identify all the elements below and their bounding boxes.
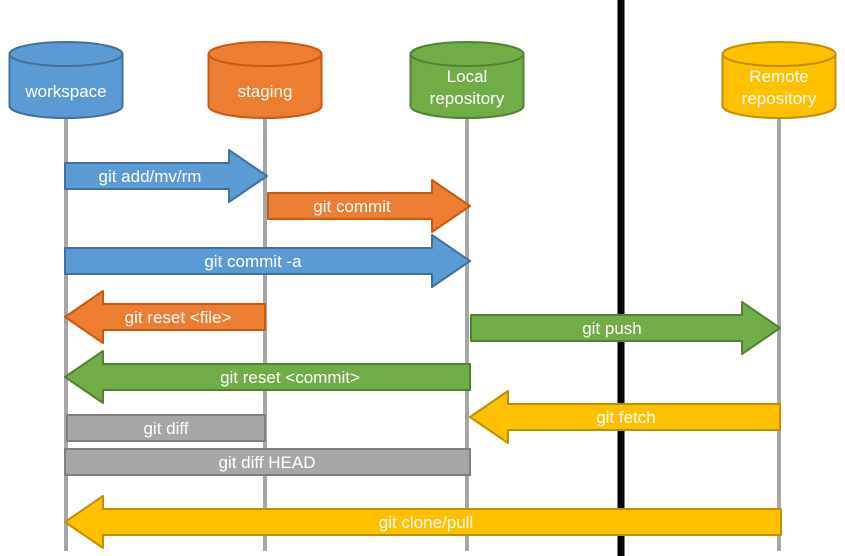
node-label-line2: repository bbox=[430, 89, 505, 108]
arrow-label: git commit bbox=[313, 197, 391, 216]
arrow-git-reset-commit: git reset <commit> bbox=[64, 350, 471, 404]
arrow-shape bbox=[469, 390, 781, 444]
arrow-shape bbox=[267, 179, 471, 233]
node-remote-repository: Remote repository bbox=[721, 41, 837, 119]
arrow-shape bbox=[64, 495, 782, 549]
node-label-line1: Local bbox=[447, 67, 488, 86]
arrow-git-commit: git commit bbox=[267, 179, 471, 233]
bar-shape bbox=[66, 414, 266, 442]
bar-shape bbox=[64, 448, 471, 476]
cylinder-body bbox=[721, 53, 837, 119]
arrow-label: git commit -a bbox=[204, 252, 302, 271]
bar-git-diff: git diff bbox=[66, 414, 266, 442]
arrow-label: git reset <commit> bbox=[220, 368, 360, 387]
bar-git-diff-head: git diff HEAD bbox=[64, 448, 471, 476]
cylinder-body bbox=[8, 53, 124, 119]
arrow-label: git add/mv/rm bbox=[99, 167, 202, 186]
arrow-shape bbox=[64, 350, 471, 404]
arrow-git-clone-pull: git clone/pull bbox=[64, 495, 782, 549]
arrow-label: git fetch bbox=[596, 408, 656, 427]
node-workspace: workspace bbox=[8, 41, 124, 119]
bar-label: git diff bbox=[143, 419, 188, 438]
arrow-git-add-mv-rm: git add/mv/rm bbox=[64, 149, 268, 203]
cylinder-body bbox=[207, 53, 323, 119]
node-label-line1: Remote bbox=[749, 67, 809, 86]
arrow-git-push: git push bbox=[470, 301, 781, 355]
cylinder-body bbox=[409, 53, 525, 119]
node-label: workspace bbox=[24, 82, 106, 101]
arrow-git-reset-file: git reset <file> bbox=[64, 290, 266, 344]
arrow-label: git clone/pull bbox=[379, 513, 474, 532]
arrow-git-commit-a: git commit -a bbox=[64, 234, 471, 288]
node-label-line2: repository bbox=[742, 89, 817, 108]
cylinder-top bbox=[721, 41, 837, 67]
arrow-shape bbox=[64, 149, 268, 203]
node-staging: staging bbox=[207, 41, 323, 119]
arrow-shape bbox=[470, 301, 781, 355]
arrow-git-fetch: git fetch bbox=[469, 390, 781, 444]
bar-label: git diff HEAD bbox=[218, 453, 315, 472]
arrow-shape bbox=[64, 290, 266, 344]
arrow-label: git reset <file> bbox=[125, 308, 232, 327]
node-label: staging bbox=[238, 82, 293, 101]
arrow-label: git push bbox=[582, 319, 642, 338]
cylinder-top bbox=[409, 41, 525, 67]
arrow-shape bbox=[64, 234, 471, 288]
node-local-repository: Local repository bbox=[409, 41, 525, 119]
cylinder-top bbox=[8, 41, 124, 67]
cylinder-top bbox=[207, 41, 323, 67]
